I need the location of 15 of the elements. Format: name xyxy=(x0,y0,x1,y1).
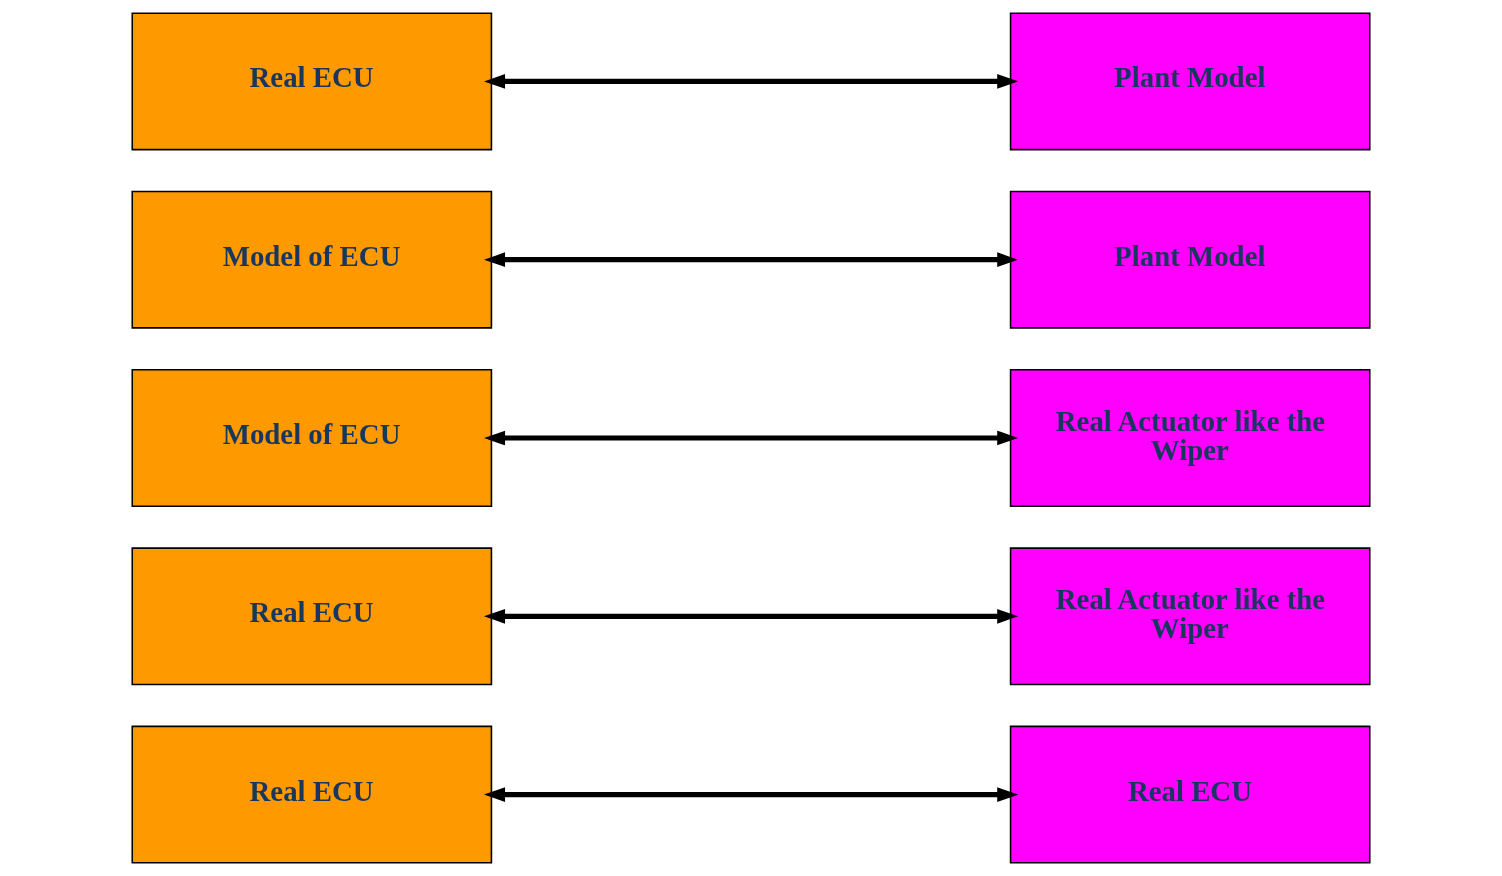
node-box: Real Actuator like the Wiper xyxy=(1009,369,1371,507)
node-box: Real ECU xyxy=(131,725,493,864)
node-box: Real ECU xyxy=(131,12,493,151)
node-box: Real ECU xyxy=(131,547,493,686)
node-box: Plant Model xyxy=(1009,12,1371,151)
arrow xyxy=(484,74,1019,89)
node-box: Model of ECU xyxy=(131,369,493,507)
node-box: Real Actuator like the Wiper xyxy=(1009,547,1371,686)
arrow xyxy=(484,430,1019,446)
node-box: Plant Model xyxy=(1009,190,1371,329)
node-box: Model of ECU xyxy=(131,190,493,329)
arrow xyxy=(484,787,1019,802)
arrow xyxy=(484,608,1019,624)
arrow xyxy=(484,252,1019,268)
node-box: Real ECU xyxy=(1009,725,1371,864)
